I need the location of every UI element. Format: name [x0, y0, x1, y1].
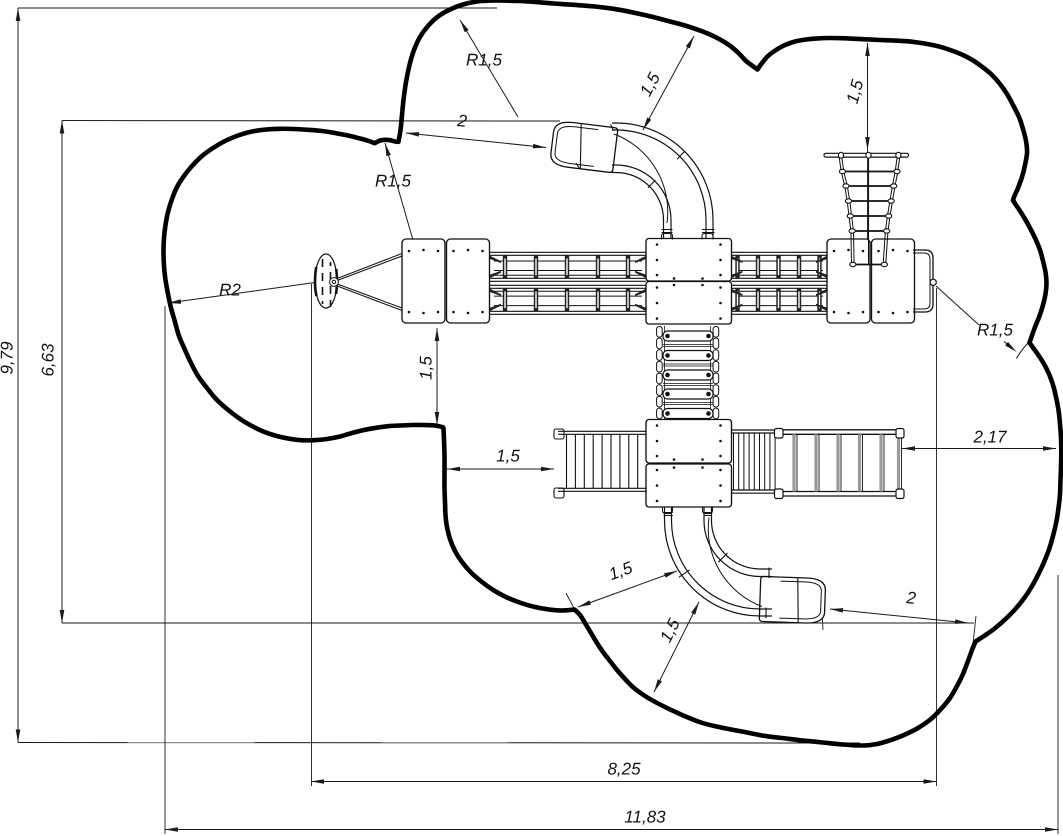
svg-text:9,79: 9,79: [0, 341, 16, 375]
svg-text:6,63: 6,63: [38, 343, 57, 377]
svg-text:8,25: 8,25: [607, 759, 641, 778]
svg-text:R1,5: R1,5: [977, 320, 1013, 339]
svg-text:R2: R2: [219, 280, 241, 299]
svg-text:2: 2: [904, 588, 917, 608]
svg-text:11,83: 11,83: [624, 807, 666, 826]
svg-text:2,17: 2,17: [972, 427, 1007, 446]
svg-text:1,5: 1,5: [416, 356, 435, 380]
svg-text:2: 2: [455, 111, 468, 131]
svg-text:1,5: 1,5: [496, 446, 520, 465]
svg-text:R1,5: R1,5: [375, 171, 411, 190]
svg-text:R1,5: R1,5: [466, 50, 502, 69]
